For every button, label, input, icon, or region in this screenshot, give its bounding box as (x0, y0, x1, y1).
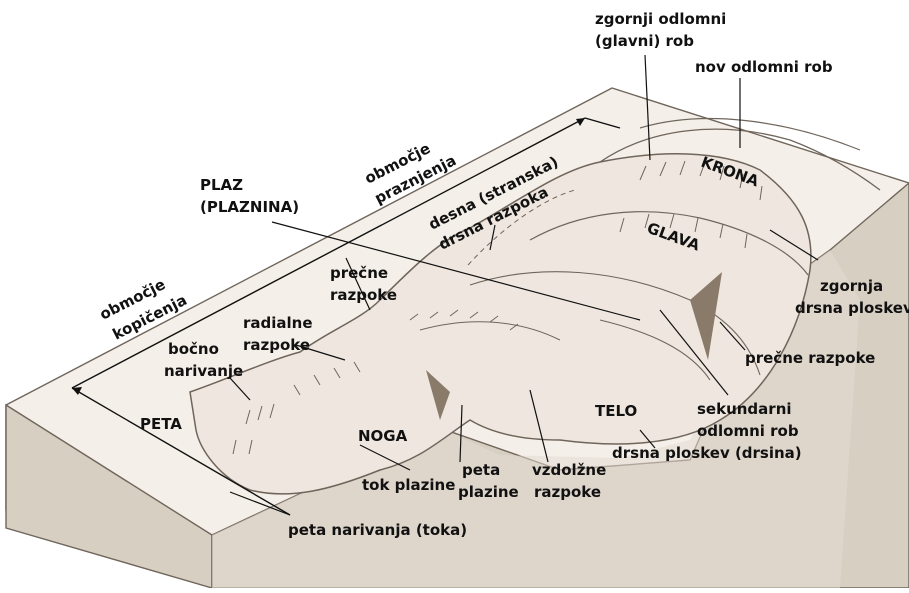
label-peta-plazine-1: peta (462, 461, 500, 479)
label-radialne-2: razpoke (243, 336, 310, 354)
label-bocno-2: narivanje (164, 362, 243, 380)
label-zgornja-2: drsna ploskev (795, 299, 909, 317)
label-drsna-ploskev: drsna ploskev (drsina) (612, 444, 802, 462)
label-vzdolzne-1: vzdolžne (532, 461, 606, 479)
label-sekundarni-2: odlomni rob (697, 422, 799, 440)
label-telo: TELO (595, 402, 637, 420)
label-peta: PETA (140, 415, 182, 433)
label-radialne-1: radialne (243, 314, 313, 332)
label-nov-rob: nov odlomni rob (695, 58, 833, 76)
label-plaz-1: PLAZ (200, 176, 243, 194)
label-precne-r: prečne razpoke (745, 349, 875, 367)
label-vzdolzne-2: razpoke (534, 483, 601, 501)
label-zgornji-rob-2: (glavni) rob (595, 32, 694, 50)
label-peta-narivanja: peta narivanja (toka) (288, 521, 467, 539)
label-sekundarni-1: sekundarni (697, 400, 792, 418)
label-precne-1: prečne (330, 264, 388, 282)
label-plaz-2: (PLAZNINA) (200, 198, 299, 216)
label-zgornja-1: zgornja (820, 277, 883, 295)
label-noga: NOGA (358, 427, 408, 445)
label-zgornji-rob-1: zgornji odlomni (595, 10, 726, 28)
label-bocno-1: bočno (168, 340, 219, 358)
label-precne-2: razpoke (330, 286, 397, 304)
label-tok-plazine: tok plazine (362, 476, 455, 494)
label-peta-plazine-2: plazine (458, 483, 519, 501)
